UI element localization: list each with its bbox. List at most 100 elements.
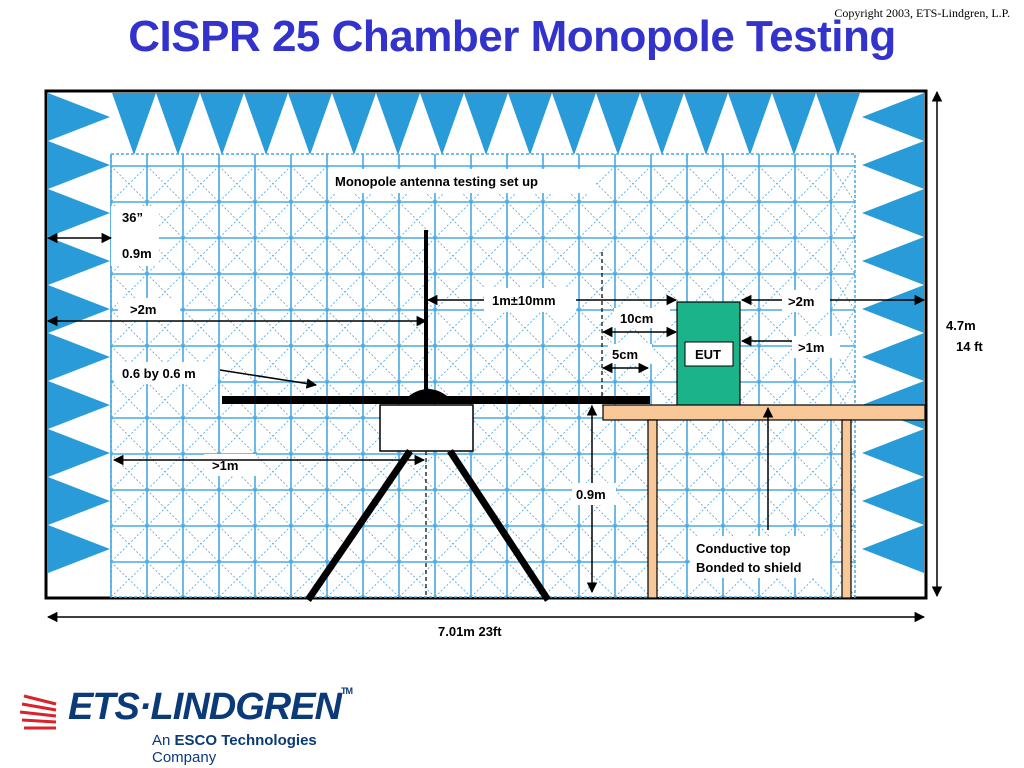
grid-diag [326,237,364,275]
wall-antenna-label: >2m [130,302,156,317]
width-label: 7.01m 23ft [438,624,502,639]
grid-diag [578,309,616,347]
grid-diag [110,273,148,311]
grid-diag [146,237,184,275]
grid-diag [434,453,472,491]
grid-diag [362,345,400,383]
grid-diag [398,489,436,527]
grid-diag [686,417,724,455]
grid-diag [146,561,184,598]
grid-diag [722,381,760,419]
grid-diag [182,417,220,455]
grid-diag [290,201,328,239]
grid-diag [794,237,832,275]
grid-diag [290,561,328,598]
absorber-m-label: 0.9m [122,246,152,261]
antenna-offset-box [484,288,576,312]
absorber-cone-left [48,93,110,141]
grid-diag [254,273,292,311]
chamber-grid [110,153,856,598]
grid-diag [398,525,436,563]
grid-diag [758,165,796,203]
grid-diag [218,561,256,598]
logo-wordmark: ETS·LINDGRENTM [68,686,353,729]
absorber-cone-top [200,93,244,155]
grid-diag [794,381,832,419]
absorber-cone-top [640,93,684,155]
eut-label: EUT [695,347,721,362]
grid-diag [146,525,184,563]
grid-diag [434,525,472,563]
grid-diag [362,201,400,239]
grid-diag [182,381,220,419]
grid-diag [470,345,508,383]
grid-diag [146,201,184,239]
absorber-cone-right [862,525,924,573]
absorber-cone-left [48,525,110,573]
absorber-cone-left [48,381,110,429]
absorber-cone-left [48,477,110,525]
grid-diag [254,201,292,239]
absorber-cone-top [684,93,728,155]
eut-side-box [792,336,840,358]
cable-5cm-box [608,344,652,364]
grid-diag [434,561,472,598]
grid-diag [470,561,508,598]
grid-diag [614,165,652,203]
grid-diag [110,417,148,455]
eut-side-label: >1m [798,340,824,355]
grid-diag [182,165,220,203]
grid-diag [650,489,688,527]
grid-diag [434,345,472,383]
absorber-cone-left [48,237,110,285]
grid-diag [398,201,436,239]
grid-diag [758,453,796,491]
grid-diag [326,489,364,527]
grid-diag [110,381,148,419]
grid-diag [326,417,364,455]
grid-diag [614,417,652,455]
grid-diag [362,525,400,563]
grid-diag [218,525,256,563]
grid-diag [614,453,652,491]
grid-diag [398,273,436,311]
grid-diag [182,237,220,275]
grid-diag [686,273,724,311]
absorber-cone-right [862,141,924,189]
grid-diag [362,237,400,275]
grid-diag [722,453,760,491]
radio-waves-icon [19,694,57,730]
absorber-cone-right [862,333,924,381]
grid-diag [650,165,688,203]
grid-diag [542,237,580,275]
grid-diag [146,417,184,455]
conductive-top-box [690,536,830,578]
grid-diag [722,237,760,275]
grid-diag [722,309,760,347]
grid-diag [542,561,580,598]
grid-diag [398,453,436,491]
tagline-bold: ESCO Technologies [174,732,317,749]
absorber-cone-top [552,93,596,155]
grid-diag [722,417,760,455]
grid-diag [254,237,292,275]
grid-diag [506,237,544,275]
grid-diag [794,201,832,239]
grid-diag [146,489,184,527]
grid-diag [254,561,292,598]
grid-diag [758,417,796,455]
grid-diag [650,201,688,239]
absorber-cone-top [464,93,508,155]
grid-diag [470,453,508,491]
grid-diag [542,201,580,239]
grid-diag [398,309,436,347]
eut-label-box [684,341,734,367]
grid-diag [758,489,796,527]
absorber-cones [48,93,924,573]
grid-diag [506,561,544,598]
grid-diag [794,417,832,455]
grid-diag [542,525,580,563]
grid-diag [110,489,148,527]
grid-diag [398,237,436,275]
grid-diag [326,201,364,239]
